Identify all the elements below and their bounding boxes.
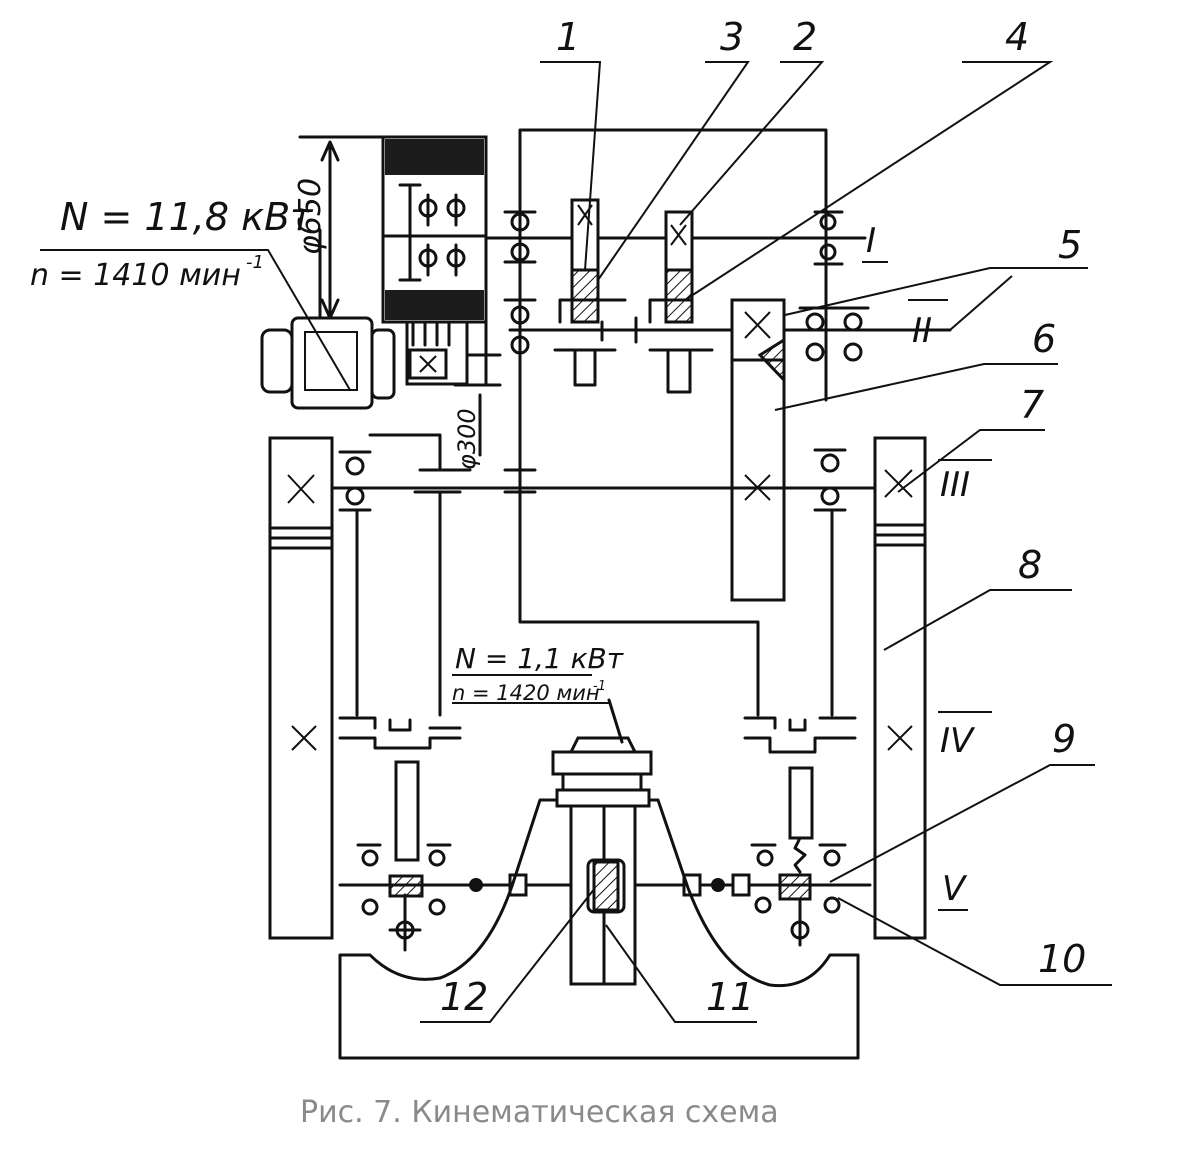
right-worm-assembly <box>750 766 847 947</box>
leader-lines <box>40 61 1112 1023</box>
label-shaft-III: III <box>940 465 970 505</box>
shaft-IV <box>338 716 857 754</box>
vertical-shafts <box>355 490 834 717</box>
label-part-5: 5 <box>1058 223 1082 267</box>
label-part-2: 2 <box>793 15 817 59</box>
aux-motor <box>551 698 653 808</box>
label-shaft-II: II <box>912 311 932 351</box>
gear-5-6 <box>730 298 786 602</box>
label-part-8: 8 <box>1018 543 1042 587</box>
shaft-III <box>328 448 882 512</box>
dim-650: φ650 <box>293 135 385 320</box>
aux-motor-annotation: N = 1,1 кВт n = 1420 мин -1 <box>452 642 624 705</box>
label-part-7: 7 <box>1020 383 1044 427</box>
aux-motor-speed: n = 1420 мин <box>452 681 600 705</box>
left-pulley <box>268 436 334 940</box>
label-part-3: 3 <box>720 15 744 59</box>
aux-motor-power: N = 1,1 кВт <box>455 642 624 675</box>
main-motor-annotation: N = 11,8 кВт n = 1410 мин -1 <box>30 195 314 293</box>
label-shaft-IV: IV <box>940 721 976 761</box>
aux-motor-speed-exp: -1 <box>593 679 606 694</box>
main-motor-power: N = 11,8 кВт <box>60 195 314 239</box>
figure-caption: Рис. 7. Кинематическая схема <box>300 1095 779 1130</box>
machine-base <box>338 798 860 1060</box>
label-part-1: 1 <box>556 15 580 59</box>
part-labels: 1 3 2 4 5 6 7 8 9 10 11 12 <box>440 15 1086 1019</box>
main-motor-speed-exp: -1 <box>246 252 264 273</box>
dim-300-text: φ300 <box>453 408 481 470</box>
main-motor-speed: n = 1410 мин <box>30 258 241 293</box>
label-part-12: 12 <box>440 975 488 1019</box>
label-shaft-V: V <box>942 869 968 909</box>
main-motor-assembly <box>381 135 502 387</box>
dim-300: φ300 <box>368 383 502 470</box>
label-part-6: 6 <box>1032 317 1056 361</box>
shaft-I <box>438 198 867 324</box>
label-part-4: 4 <box>1005 15 1029 59</box>
central-column <box>569 804 637 986</box>
shaft-labels: I II III IV V <box>862 221 992 911</box>
main-motor <box>260 228 396 410</box>
left-worm-assembly <box>356 760 452 952</box>
dim-650-text: φ650 <box>293 178 328 255</box>
label-part-9: 9 <box>1052 717 1076 761</box>
label-shaft-I: I <box>866 221 876 261</box>
label-part-10: 10 <box>1038 937 1086 981</box>
right-pulley <box>873 436 927 940</box>
label-part-11: 11 <box>706 975 754 1019</box>
